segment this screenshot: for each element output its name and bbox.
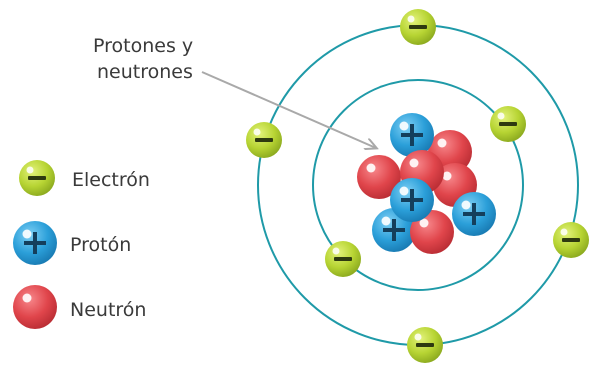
callout-arrow [201,71,376,148]
electron-inner-left [325,241,361,277]
proton-front [390,178,434,222]
legend-proton-icon [13,221,57,265]
legend-neutron-icon [13,285,57,329]
inner-orbit [312,79,524,291]
callout-label-line1: Protones y [93,35,193,57]
callout-label-line2: neutrones [97,61,193,83]
nucleus [357,113,496,254]
electron-left-outer [246,122,282,158]
proton-right [452,192,496,236]
neutron-bottom [410,210,454,254]
electron-bottom [407,327,443,363]
legend-neutron-label: Neutrón [70,299,146,321]
neutron-left [357,155,401,199]
legend-electron-icon [19,160,55,196]
proton-top [390,113,434,157]
electron-top [400,9,436,45]
electron-right-outer [553,222,589,258]
legend-electron-label: Electrón [72,169,150,191]
legend: Electrón Protón Neutrón [13,160,150,329]
legend-proton-label: Protón [70,234,131,256]
electron-inner-right [490,106,526,142]
